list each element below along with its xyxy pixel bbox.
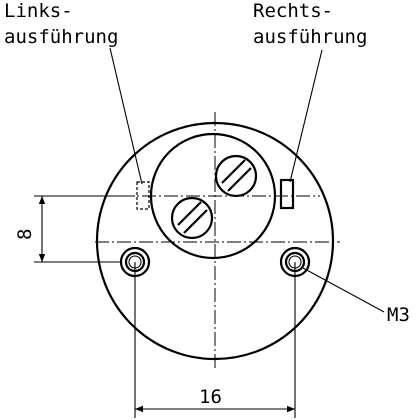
screw-upper-icon: [214, 154, 258, 198]
label-left-variant-line1: Links-: [4, 0, 73, 22]
label-left-variant-line2: ausführung: [4, 26, 118, 48]
label-thread-m3: M3: [387, 304, 410, 326]
label-right-variant-line1: Rechts-: [253, 0, 333, 22]
left-variant-pin: [136, 181, 150, 210]
label-right-variant-line2: ausführung: [253, 26, 367, 48]
right-variant-pin: [279, 178, 295, 210]
screw-lower-icon: [170, 196, 214, 240]
leader-right-variant: [289, 49, 323, 183]
dimension-label-16: 16: [199, 386, 222, 408]
leader-left-variant: [109, 47, 143, 185]
dimension-label-8: 8: [14, 229, 36, 240]
leader-m3: [302, 267, 385, 313]
